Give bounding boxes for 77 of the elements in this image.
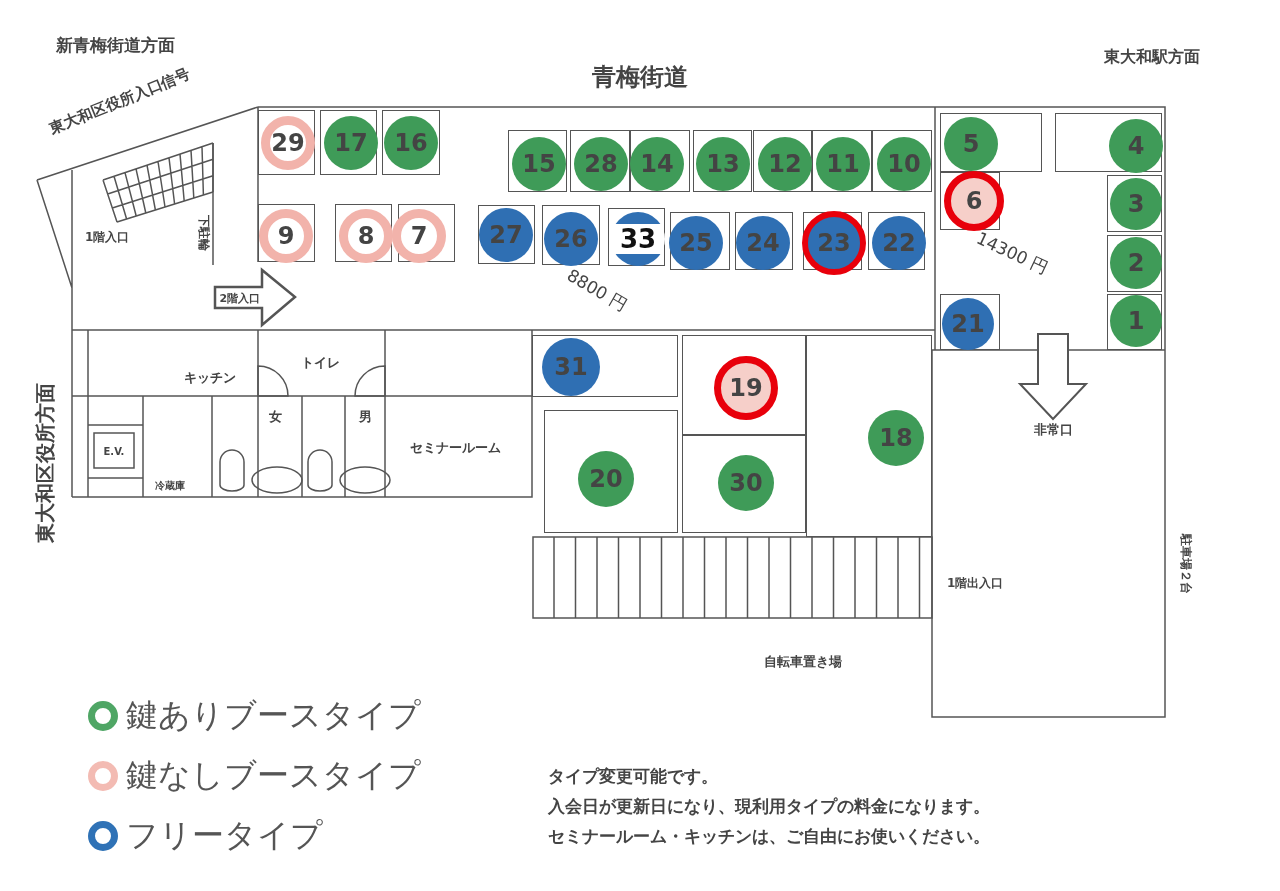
legend-text: 鍵なしブースタイプ (126, 755, 421, 796)
booth-box (542, 205, 600, 265)
direction-label: 東大和区役所入口信号 (46, 64, 194, 138)
booth-box (753, 130, 812, 192)
booth-number: 9 (259, 209, 313, 263)
area-label: 自転車置き場 (764, 653, 842, 671)
entrance-label: 2階入口 (219, 290, 261, 306)
legend-text: 鍵ありブースタイプ (126, 695, 421, 736)
booth-number: 18 (868, 410, 924, 466)
booth-number: 14 (630, 137, 684, 191)
legend-text: フリータイプ (126, 815, 323, 856)
note-text: 入会日が更新日になり、現利用タイプの料金になります。 (548, 794, 990, 818)
note-text: タイプ変更可能です。 (548, 764, 718, 788)
room-label: E.V. (103, 445, 125, 457)
booth-box (812, 130, 872, 192)
booth-number: 17 (324, 116, 378, 170)
booth-box (806, 335, 932, 537)
booth-number: 16 (384, 116, 438, 170)
entrance-label: 1階入口 (85, 228, 130, 246)
room-label: キッチン (184, 369, 236, 387)
booth-box (630, 130, 690, 192)
booth-number: 10 (877, 137, 931, 191)
booth-number: 28 (574, 137, 628, 191)
booth-number: 4 (1109, 119, 1163, 173)
booth-number: 21 (942, 298, 994, 350)
direction-label: 新青梅街道方面 (55, 33, 175, 57)
booth-box (940, 113, 1042, 172)
booth-number: 27 (479, 208, 533, 262)
booth-number: 11 (816, 137, 870, 191)
booth-box (544, 410, 678, 533)
booth-number: 26 (544, 212, 598, 266)
block-arrow (1017, 333, 1089, 421)
booth-number: 23 (802, 211, 866, 275)
parking-label: 駐車場２台 (1177, 533, 1194, 593)
booth-number: 1 (1110, 295, 1162, 347)
booth-number: 19 (714, 356, 778, 420)
booth-box (682, 435, 806, 533)
booth-number: 3 (1110, 178, 1162, 230)
booth-number: 24 (736, 216, 790, 270)
room-label: 男 (358, 408, 372, 426)
direction-label: 東大和駅方面 (1104, 46, 1200, 68)
booth-number: 6 (944, 171, 1004, 231)
booth-number: 5 (944, 117, 998, 171)
booth-number: 7 (392, 209, 446, 263)
booth-number: 2 (1110, 237, 1162, 289)
booth-number: 29 (261, 116, 315, 170)
booth-box (1055, 113, 1162, 172)
booth-number: 22 (872, 216, 926, 270)
booth-number: 12 (758, 137, 812, 191)
booth-number: 20 (578, 451, 634, 507)
booth-number: 13 (696, 137, 750, 191)
booth-box (258, 110, 315, 175)
booth-box (940, 294, 1000, 350)
booth-box (382, 110, 440, 175)
note-text: セミナールーム・キッチンは、ご自由にお使いください。 (548, 824, 990, 848)
room-label: トイレ (300, 354, 340, 372)
booth-box (570, 130, 630, 192)
booth-number: 15 (512, 137, 566, 191)
direction-label: 東大和区役所方面 (31, 382, 58, 542)
exit-label: 非常口 (1033, 421, 1073, 439)
booth-box (320, 110, 377, 175)
booth-box (508, 130, 567, 192)
booth-number: 25 (669, 216, 723, 270)
booth-box (693, 130, 752, 192)
booth-number: 8 (339, 209, 393, 263)
entrance-label: 1階出入口 (947, 574, 1004, 592)
booth-box (872, 130, 932, 192)
booth-box (670, 212, 730, 270)
booth-number: 30 (718, 455, 774, 511)
booth-box (532, 335, 678, 397)
room-label: 冷蔵庫 (155, 479, 185, 493)
booth-box (682, 335, 806, 435)
road-name: 青梅街道 (592, 62, 688, 93)
room-label: 女 (268, 408, 282, 426)
area-label: 下駐輪 (195, 214, 212, 250)
room-label: セミナールーム (409, 439, 501, 457)
booth-number: 31 (542, 338, 600, 396)
